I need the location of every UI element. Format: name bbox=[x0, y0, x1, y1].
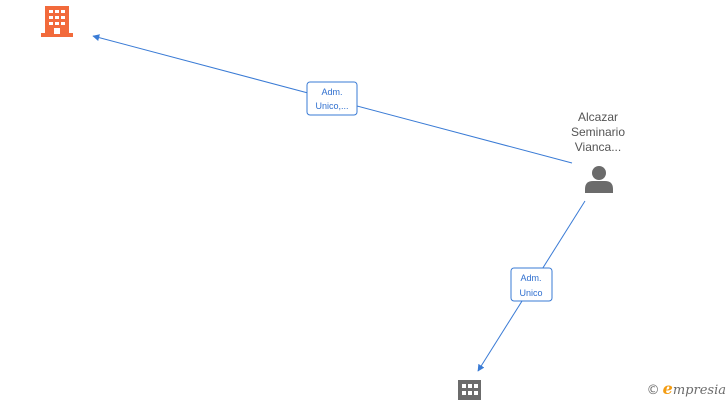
brand-name: mpresia bbox=[672, 383, 726, 398]
company-node-secondary[interactable] bbox=[458, 380, 481, 400]
edge-1-label-line-1: Adm. bbox=[321, 87, 342, 97]
building-icon bbox=[458, 380, 481, 400]
person-node[interactable] bbox=[585, 166, 613, 193]
person-name-line-2: Seminario bbox=[570, 125, 626, 139]
edge-1-label-line-2: Unico,... bbox=[315, 101, 348, 111]
brand-initial: e bbox=[662, 379, 673, 398]
brand-watermark: ©empresia bbox=[647, 379, 726, 398]
edge-2-label-line-2: Unico bbox=[519, 288, 542, 298]
person-name-label[interactable]: Alcazar Seminario Vianca... bbox=[548, 110, 648, 155]
person-name-line-3: Vianca... bbox=[574, 140, 622, 154]
building-icon bbox=[41, 6, 73, 37]
copyright-icon: © bbox=[646, 383, 660, 398]
edge-1-label-box bbox=[306, 81, 358, 116]
relation-edge-1[interactable]: Adm. Unico,... bbox=[92, 34, 573, 164]
company-node-primary[interactable] bbox=[41, 6, 73, 37]
relation-edge-2[interactable]: Adm. Unico bbox=[477, 200, 586, 372]
edge-2-label-box bbox=[510, 267, 553, 302]
edge-2-label-line-1: Adm. bbox=[520, 273, 541, 283]
person-icon bbox=[585, 166, 613, 193]
person-name-line-1: Alcazar bbox=[577, 110, 618, 124]
